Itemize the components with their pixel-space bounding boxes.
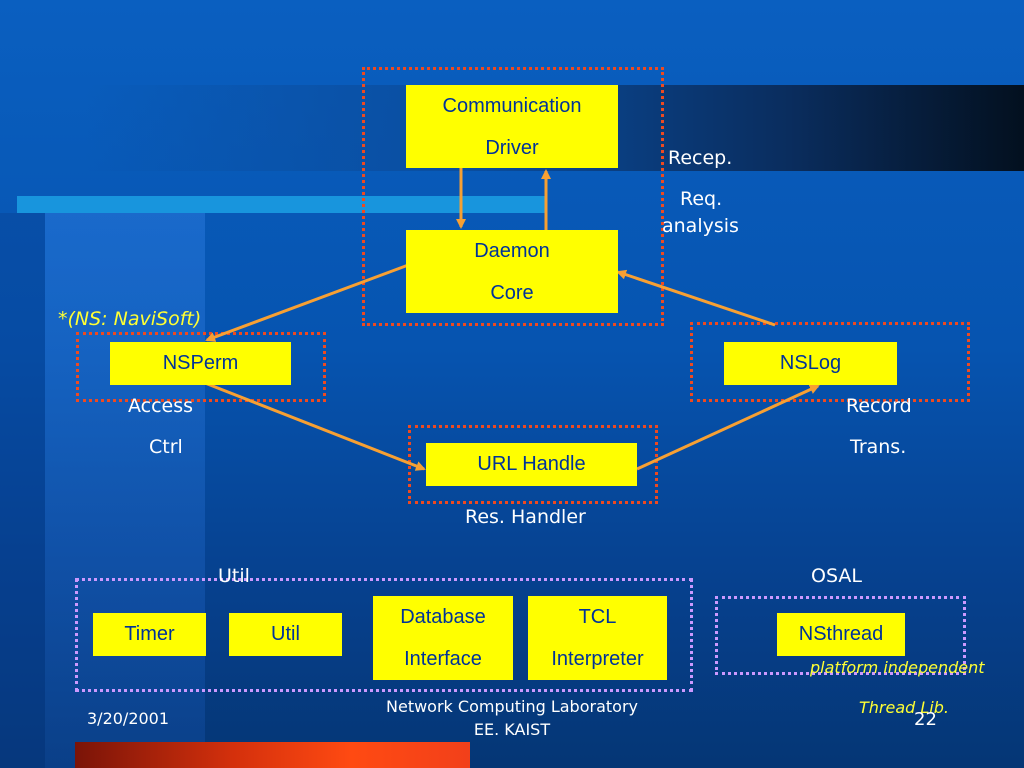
footer-lab-line1: Network Computing Laboratory bbox=[386, 697, 638, 716]
timer-label: Timer bbox=[124, 623, 175, 645]
recep-label: Recep. bbox=[668, 147, 733, 169]
daemon-core-line2: Core bbox=[490, 281, 534, 304]
util-label: Util bbox=[271, 623, 300, 645]
daemon-core-line1: Daemon bbox=[474, 239, 550, 262]
tcl-interpreter-line1: TCL bbox=[578, 606, 617, 628]
record-trans-outline bbox=[690, 322, 970, 402]
footer-orange-bar bbox=[75, 742, 470, 768]
util-box: Util bbox=[229, 613, 342, 656]
reception-group-outline bbox=[362, 67, 664, 326]
footer-page-number: 22 bbox=[914, 709, 937, 730]
footer-lab-line2: EE. KAIST bbox=[473, 720, 551, 739]
thread-lib-note: Thread Lib. bbox=[859, 698, 949, 717]
communication-driver-line2: Driver bbox=[485, 136, 539, 159]
trans-label: Trans. bbox=[850, 436, 907, 458]
res-handler-label: Res. Handler bbox=[465, 506, 586, 528]
nsperm-label: NSPerm bbox=[162, 352, 239, 374]
url-handle-box: URL Handle bbox=[426, 443, 637, 486]
arrow-url-to-nslog bbox=[636, 384, 820, 471]
database-interface-line2: Interface bbox=[404, 648, 482, 670]
nsperm-box: NSPerm bbox=[110, 342, 291, 385]
nslog-box: NSLog bbox=[724, 342, 897, 385]
req-label: Req. bbox=[680, 188, 723, 210]
communication-driver-box: Communication Driver bbox=[406, 85, 618, 168]
arrow-core-to-nsperm bbox=[205, 262, 412, 342]
nsthread-box: NSthread bbox=[777, 613, 905, 656]
background-left-column bbox=[45, 213, 205, 768]
util-group-label: Util bbox=[218, 565, 250, 587]
osal-label: OSAL bbox=[811, 565, 862, 587]
analysis-label: analysis bbox=[662, 215, 739, 237]
communication-driver-line1: Communication bbox=[442, 94, 582, 117]
access-control-outline bbox=[76, 332, 326, 402]
tcl-interpreter-line2: Interpreter bbox=[551, 648, 644, 670]
nsthread-label: NSthread bbox=[798, 623, 884, 645]
tcl-interpreter-box: TCL Interpreter bbox=[528, 596, 667, 680]
daemon-core-box: Daemon Core bbox=[406, 230, 618, 313]
background-left-stripe bbox=[0, 213, 45, 768]
arrow-nsperm-to-url bbox=[204, 381, 426, 471]
url-handle-label: URL Handle bbox=[477, 453, 586, 475]
access-label: Access bbox=[128, 395, 194, 417]
background-light-band bbox=[17, 196, 545, 213]
arrow-nslog-to-core bbox=[616, 269, 776, 327]
footer-date: 3/20/2001 bbox=[87, 709, 170, 728]
platform-independent-note: platform independent bbox=[810, 658, 985, 677]
ctrl-label: Ctrl bbox=[149, 436, 183, 458]
nslog-label: NSLog bbox=[779, 352, 842, 374]
record-label: Record bbox=[846, 395, 912, 417]
timer-box: Timer bbox=[93, 613, 206, 656]
osal-group-outline bbox=[715, 596, 966, 675]
navisoft-note: *(NS: NaviSoft) bbox=[58, 308, 202, 330]
database-interface-line1: Database bbox=[400, 606, 486, 628]
util-group-outline bbox=[75, 578, 693, 692]
database-interface-box: Database Interface bbox=[373, 596, 513, 680]
